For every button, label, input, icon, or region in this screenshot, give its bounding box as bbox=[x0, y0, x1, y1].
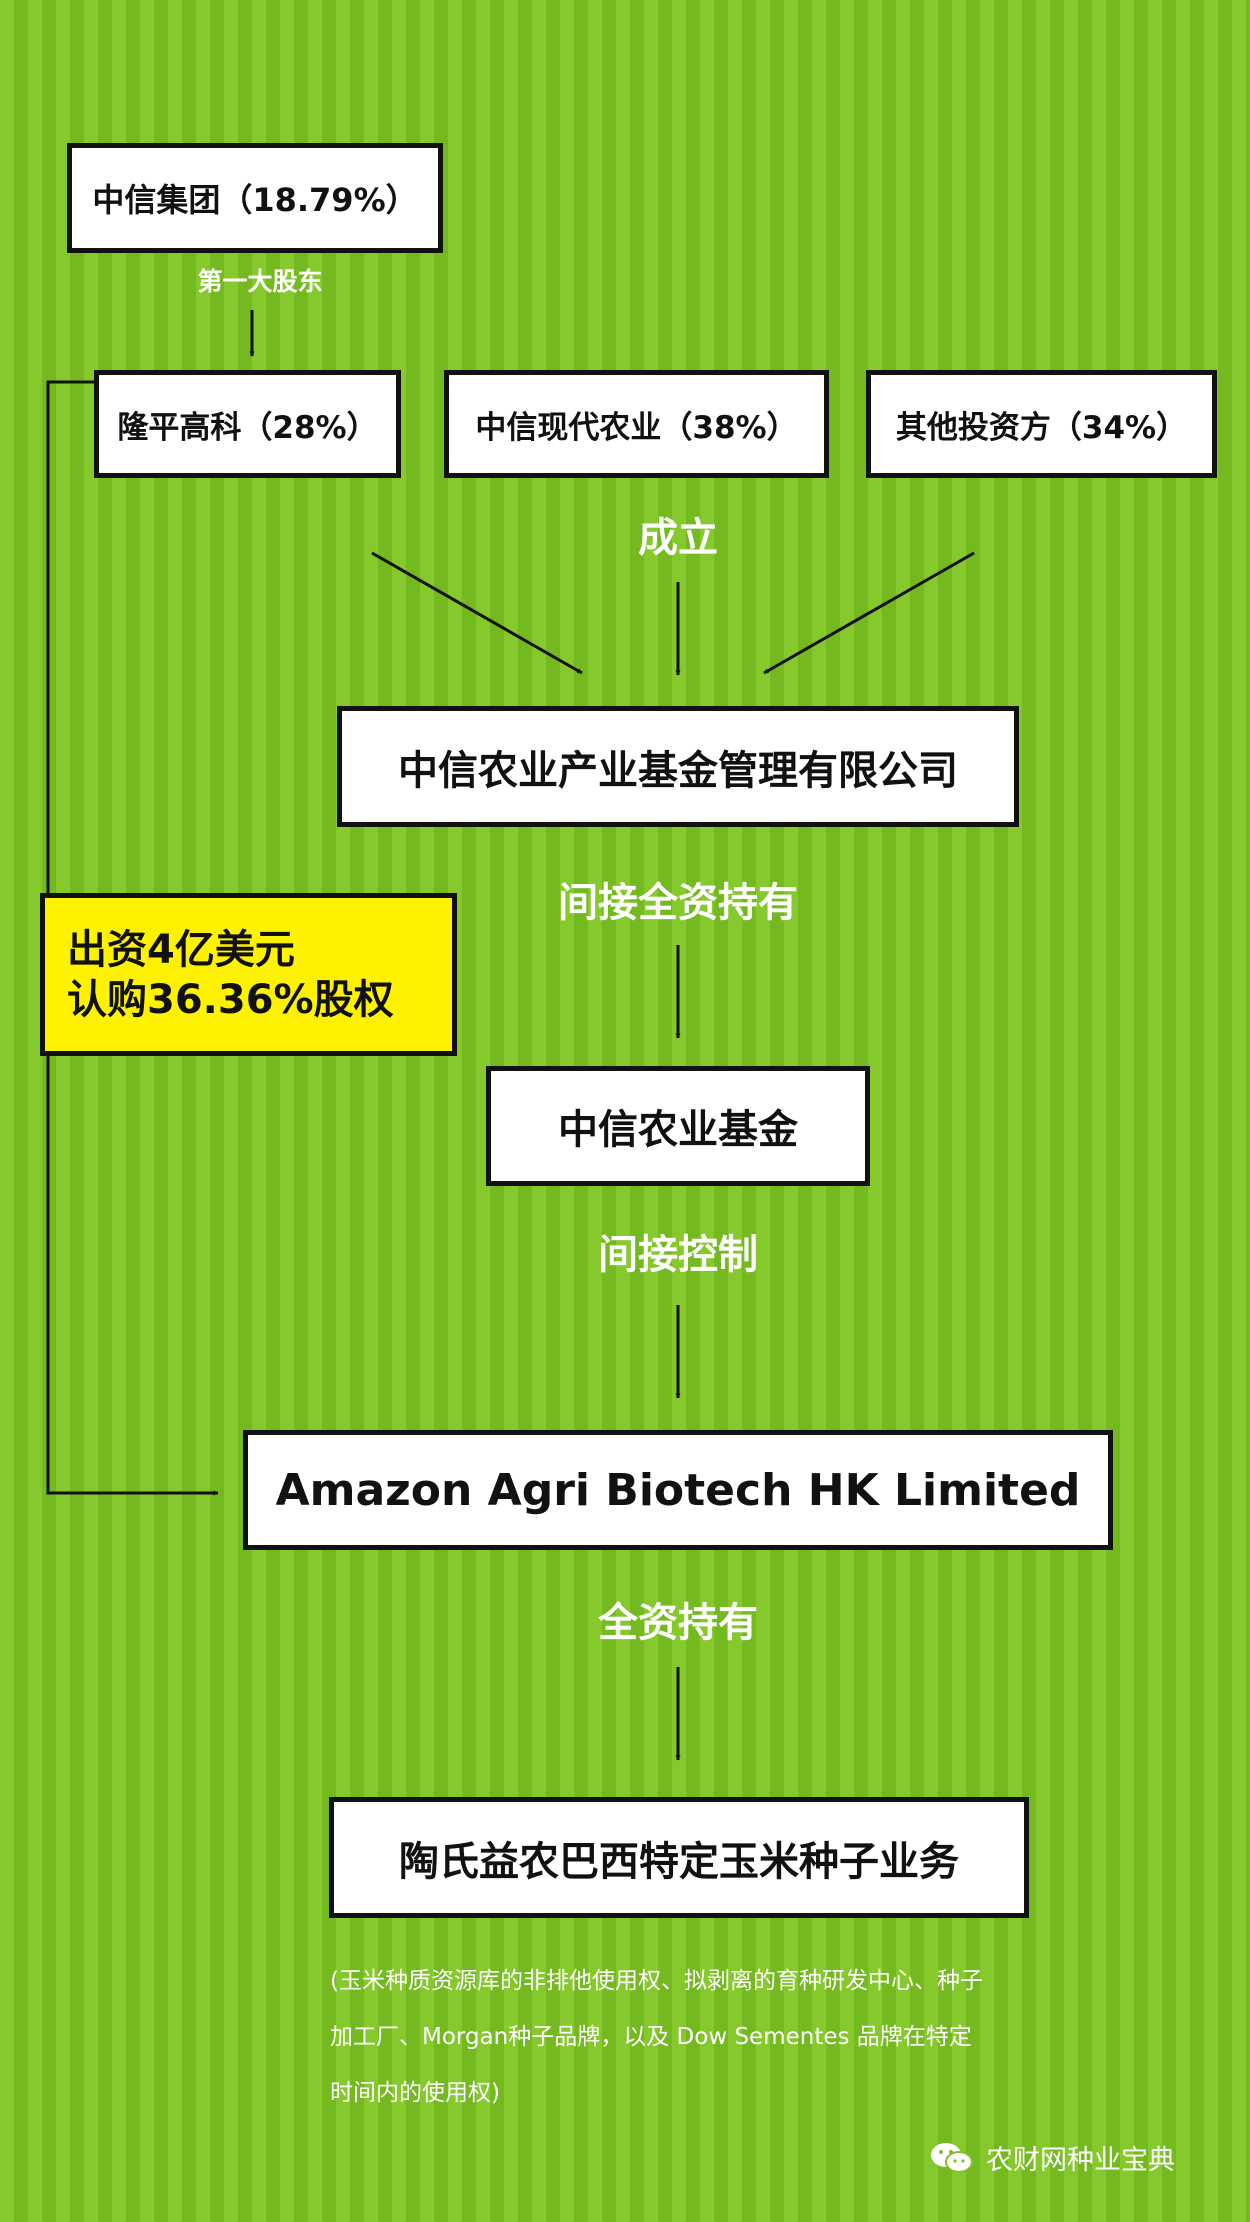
investment-line1: 出资4亿美元 bbox=[67, 926, 295, 973]
founded-label: 成立 bbox=[638, 515, 718, 561]
founder-label: 其他投资方（34%） bbox=[895, 409, 1188, 446]
fund-box: 中信农业基金 bbox=[486, 1066, 870, 1186]
target-business-label: 陶氏益农巴西特定玉米种子业务 bbox=[399, 1838, 959, 1885]
founder-box-longping: 隆平高科（28%） bbox=[94, 370, 401, 478]
hk-company-label: Amazon Agri Biotech HK Limited bbox=[275, 1464, 1081, 1516]
note-line: 加工厂、Morgan种子品牌，以及 Dow Sementes 品牌在特定 bbox=[330, 2024, 972, 2050]
fund-manager-box: 中信农业产业基金管理有限公司 bbox=[337, 706, 1019, 827]
investment-callout: 出资4亿美元 认购36.36%股权 bbox=[40, 893, 457, 1056]
watermark: 农财网种业宝典 bbox=[928, 2138, 1175, 2177]
business-note: (玉米种质资源库的非排他使用权、拟剥离的育种研发中心、种子 加工厂、Morgan… bbox=[330, 1953, 1050, 2121]
shareholder-box: 中信集团（18.79%） bbox=[67, 143, 443, 253]
arrow-longping-to-manager bbox=[371, 551, 583, 675]
founder-label: 隆平高科（28%） bbox=[117, 409, 378, 446]
target-business-box: 陶氏益农巴西特定玉米种子业务 bbox=[329, 1797, 1029, 1918]
note-line: 时间内的使用权) bbox=[330, 2080, 500, 2106]
shareholder-label: 中信集团（18.79%） bbox=[92, 181, 418, 219]
arrow-others-to-manager bbox=[763, 551, 975, 675]
fund-manager-label: 中信农业产业基金管理有限公司 bbox=[398, 747, 958, 794]
relation-indirect-control: 间接控制 bbox=[598, 1232, 758, 1278]
shareholder-relation: 第一大股东 bbox=[197, 267, 323, 296]
founder-box-citic-agri: 中信现代农业（38%） bbox=[444, 370, 829, 478]
hk-company-box: Amazon Agri Biotech HK Limited bbox=[243, 1430, 1113, 1550]
wechat-icon bbox=[931, 2142, 973, 2173]
fund-label: 中信农业基金 bbox=[558, 1107, 798, 1153]
relation-indirect-full: 间接全资持有 bbox=[558, 880, 798, 926]
note-line: (玉米种质资源库的非排他使用权、拟剥离的育种研发中心、种子 bbox=[330, 1968, 983, 1994]
founder-label: 中信现代农业（38%） bbox=[475, 409, 798, 446]
founder-box-others: 其他投资方（34%） bbox=[866, 370, 1217, 478]
relation-full: 全资持有 bbox=[598, 1600, 758, 1646]
investment-line2: 认购36.36%股权 bbox=[67, 976, 394, 1023]
watermark-text: 农财网种业宝典 bbox=[986, 2145, 1175, 2176]
